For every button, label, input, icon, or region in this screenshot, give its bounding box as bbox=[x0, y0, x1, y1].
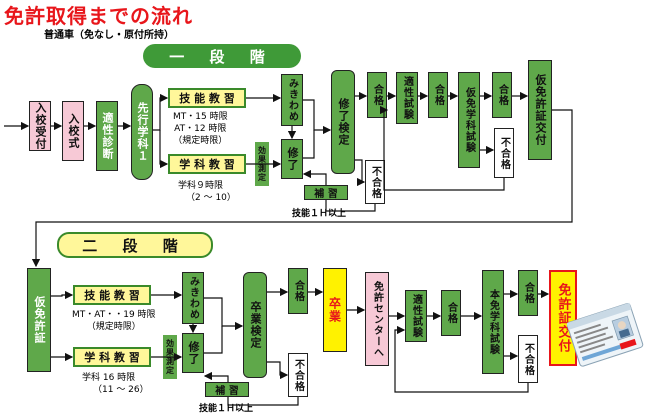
stage1-ceremony-label: 入校式 bbox=[67, 113, 80, 149]
stage2-fail3-label: 不合格 bbox=[522, 342, 534, 376]
stage1-completion-exam-label: 修了検定 bbox=[337, 98, 350, 146]
stage2-fail3-box: 不合格 bbox=[518, 335, 538, 383]
stage1-provisional-exam-label: 仮免学科試験 bbox=[463, 87, 475, 153]
stage1-band: 一 段 階 bbox=[143, 44, 301, 68]
stage1-skill-course-box: 技 能 教 習 bbox=[168, 88, 246, 108]
stage2-issue-box: 免許証交付 bbox=[549, 270, 577, 366]
page-subtitle: 普通車（免なし・原付所持） bbox=[44, 30, 174, 41]
stage2-complete-label: 修了 bbox=[187, 341, 200, 365]
stage2-band-label: 二 段 階 bbox=[82, 236, 188, 255]
stage1-complete-box: 修了 bbox=[281, 139, 303, 179]
stage2-aptitude-test-label: 適性試験 bbox=[410, 294, 422, 338]
stage1-aptitude-label: 適性診断 bbox=[101, 112, 114, 160]
stage2-pass1-label: 合格 bbox=[292, 280, 304, 302]
stage1-provisional-exam-box: 仮免学科試験 bbox=[458, 72, 480, 168]
stage1-entry-box: 入校受付 bbox=[29, 101, 51, 151]
stage1-pass3-label: 合格 bbox=[496, 84, 508, 106]
stage2-graduation-label: 卒業 bbox=[327, 297, 342, 323]
stage2-complete-box: 修了 bbox=[182, 333, 204, 373]
stage1-pass2-label: 合格 bbox=[432, 84, 444, 106]
stage1-prior-lecture-label: 先行学科１ bbox=[136, 102, 149, 162]
stage2-pass2-box: 合格 bbox=[441, 290, 461, 336]
stage2-issue-label: 免許証交付 bbox=[555, 283, 571, 353]
stage1-academic-course-label: 学 科 教 習 bbox=[179, 158, 235, 171]
stage2-fail1-label: 不合格 bbox=[292, 358, 304, 392]
stage2-pass1-box: 合格 bbox=[288, 268, 308, 314]
stage2-graduation-exam-box: 卒業検定 bbox=[243, 272, 267, 378]
stage1-aptitude-test-box: 適性試験 bbox=[396, 72, 418, 124]
stage1-academic-range: （2 〜 10） bbox=[186, 193, 236, 203]
stage1-mikiwame-label: みきわめ bbox=[286, 78, 298, 122]
stage2-pass3-label: 合格 bbox=[522, 282, 534, 304]
license-card-icon bbox=[567, 302, 644, 367]
stage1-fail3-label: 不合格 bbox=[498, 136, 510, 170]
stage1-skill-hours: MT・15 時限 AT・12 時限 （規定時限） bbox=[173, 112, 228, 146]
stage2-skill-course-label: 技 能 教 習 bbox=[84, 289, 140, 302]
stage1-supplement-box: 補 習 bbox=[304, 185, 348, 200]
stage2-academic-course-box: 学 科 教 習 bbox=[73, 347, 151, 367]
stage2-academic-range: （11 〜 26） bbox=[93, 385, 149, 395]
stage1-fail3-box: 不合格 bbox=[494, 128, 514, 178]
stage2-main-exam-label: 本免学科試験 bbox=[487, 289, 499, 355]
stage2-provisional-label: 仮免許証 bbox=[33, 296, 46, 344]
stage1-issue-box: 仮免許証交付 bbox=[528, 60, 552, 160]
stage2-skill-course-box: 技 能 教 習 bbox=[73, 285, 151, 305]
stage1-mikiwame-box: みきわめ bbox=[281, 74, 303, 126]
stage1-issue-label: 仮免許証交付 bbox=[534, 74, 547, 146]
stage2-band: 二 段 階 bbox=[57, 232, 213, 258]
stage1-skill-course-label: 技 能 教 習 bbox=[179, 92, 235, 105]
stage2-mikiwame-label: みきわめ bbox=[187, 276, 199, 320]
stage2-main-exam-box: 本免学科試験 bbox=[482, 270, 504, 374]
stage1-aptitude-test-label: 適性試験 bbox=[401, 76, 413, 120]
page-title: 免許取得までの流れ bbox=[4, 4, 193, 28]
stage2-supplement-note: 技能１Ｈ以上 bbox=[199, 404, 254, 414]
stage1-prior-lecture-box: 先行学科１ bbox=[131, 84, 153, 180]
stage1-band-label: 一 段 階 bbox=[169, 47, 275, 66]
stage2-graduation-exam-label: 卒業検定 bbox=[249, 301, 262, 349]
stage1-academic-hours: 学科９時限 bbox=[178, 181, 224, 191]
stage2-academic-course-label: 学 科 教 習 bbox=[84, 351, 140, 364]
stage1-pass2-box: 合格 bbox=[428, 72, 448, 118]
stage1-pass1-label: 合格 bbox=[371, 84, 383, 106]
stage1-ceremony-box: 入校式 bbox=[62, 101, 84, 161]
stage2-license-center-box: 免許センターへ bbox=[365, 272, 389, 366]
stage2-provisional-box: 仮免許証 bbox=[27, 268, 51, 372]
stage1-academic-course-box: 学 科 教 習 bbox=[168, 154, 246, 174]
stage2-academic-hours: 学科 16 時限 bbox=[82, 373, 136, 383]
stage1-pass3-box: 合格 bbox=[492, 72, 512, 118]
stage2-fail1-box: 不合格 bbox=[288, 353, 308, 397]
stage1-complete-label: 修了 bbox=[286, 147, 299, 171]
stage2-mikiwame-box: みきわめ bbox=[182, 272, 204, 324]
stage2-aptitude-test-box: 適性試験 bbox=[405, 290, 427, 342]
stage2-pass3-box: 合格 bbox=[518, 270, 538, 316]
stage1-aptitude-box: 適性診断 bbox=[96, 101, 118, 171]
stage2-supplement-box: 補 習 bbox=[205, 382, 249, 397]
stage2-pass2-label: 合格 bbox=[445, 302, 457, 324]
stage2-skill-hours: MT・AT・・19 時限 （規定時限） bbox=[72, 310, 156, 332]
stage1-supplement-label: 補 習 bbox=[314, 189, 338, 200]
stage1-entry-label: 入校受付 bbox=[34, 102, 47, 150]
stage1-fail1-label: 不合格 bbox=[369, 165, 381, 199]
stage2-graduation-box: 卒業 bbox=[323, 268, 347, 352]
stage1-completion-exam-box: 修了検定 bbox=[331, 70, 355, 174]
stage2-license-center-label: 免許センターへ bbox=[371, 280, 383, 358]
stage2-supplement-label: 補 習 bbox=[215, 386, 239, 397]
stage1-supplement-note: 技能１Ｈ以上 bbox=[292, 209, 347, 219]
